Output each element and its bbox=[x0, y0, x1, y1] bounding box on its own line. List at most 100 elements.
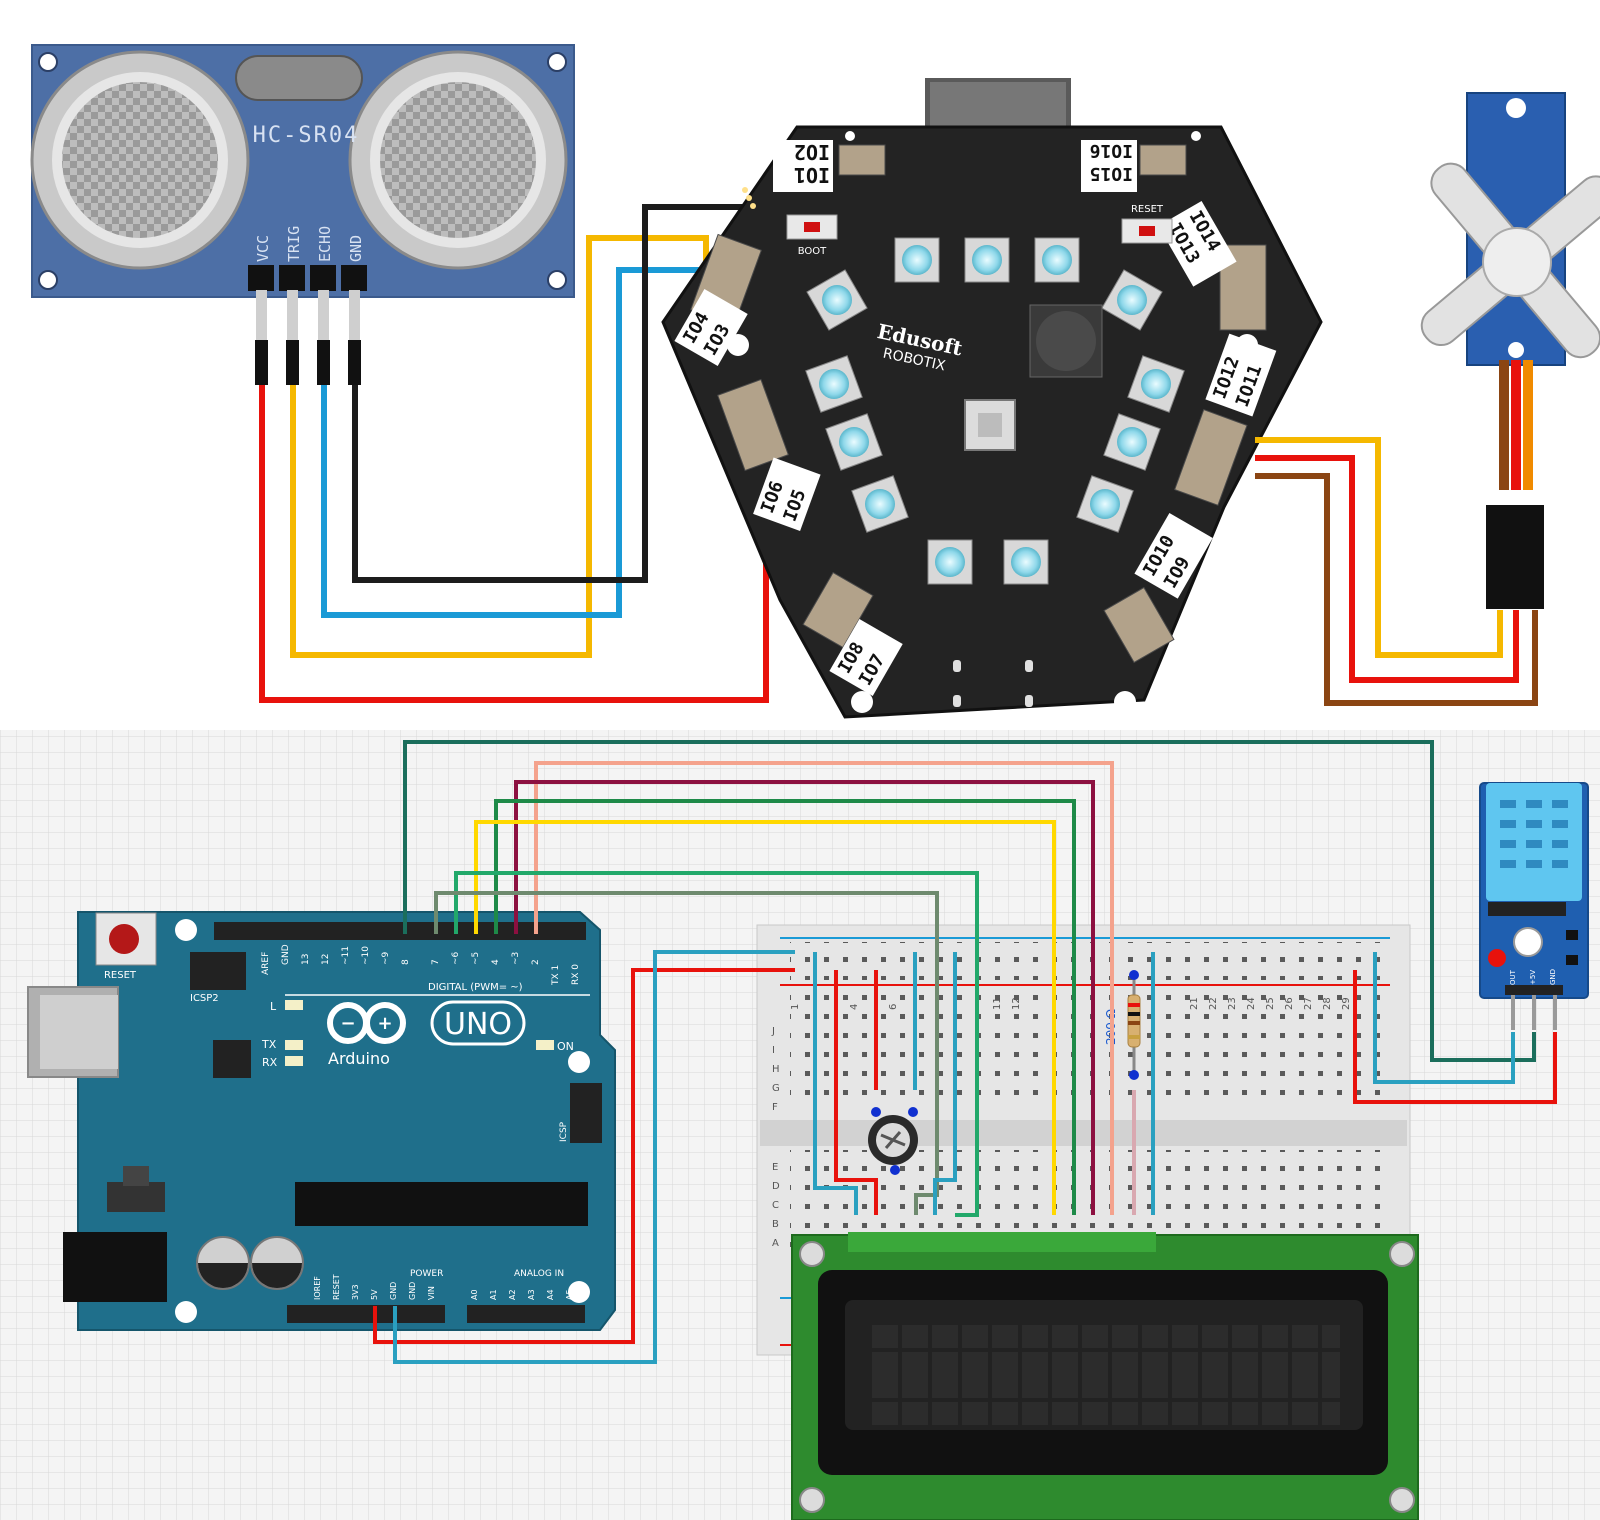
wire-bb-gnd-2 bbox=[933, 952, 957, 1215]
pin-label: 8 bbox=[401, 959, 411, 965]
chip bbox=[964, 399, 1016, 451]
col-num: 23 bbox=[1227, 997, 1238, 1010]
sensor-pin-gnd-label: GND bbox=[347, 235, 365, 262]
pin-label: A0 bbox=[470, 1289, 479, 1300]
resistor: 200 Ω bbox=[1104, 970, 1141, 1080]
top-diagram: HC-SR04 VCC TRIG ECHO GND bbox=[30, 44, 1600, 719]
status-leds: L TX RX ON bbox=[261, 1000, 574, 1069]
servo-motor bbox=[1420, 92, 1600, 609]
led-l-label: L bbox=[270, 1000, 277, 1013]
port-io2-label: IO2 bbox=[794, 140, 830, 164]
wire-bb-vcc-1 bbox=[834, 970, 878, 1215]
pin-label: A3 bbox=[527, 1289, 536, 1300]
wire-pin4-lcd bbox=[494, 799, 1076, 1215]
sensor-model-label: HC-SR04 bbox=[253, 123, 360, 148]
sensor-header bbox=[248, 265, 367, 385]
pin-label: GND bbox=[1549, 969, 1557, 985]
sensor-pin-trig-label: TRIG bbox=[285, 226, 303, 262]
digital-label: DIGITAL (PWM= ~) bbox=[428, 982, 523, 993]
wire-5v-rail bbox=[373, 968, 795, 1344]
wire-pin8-dht bbox=[403, 740, 1536, 1062]
col-num: 29 bbox=[1341, 997, 1352, 1010]
row-letter: I bbox=[772, 1045, 775, 1056]
lcd-display bbox=[791, 1232, 1419, 1520]
bottom-wires bbox=[373, 740, 1557, 1364]
pin-label: 12 bbox=[321, 954, 331, 965]
servo-wires bbox=[1255, 437, 1538, 706]
boot-label: BOOT bbox=[798, 246, 827, 257]
icsp2-header: ICSP2 bbox=[190, 952, 246, 1004]
svg-text:−: − bbox=[340, 1013, 355, 1034]
port-labels: IO2 IO1 IO16 IO15 IO14 IO13 IO12 IO11 bbox=[674, 140, 1277, 696]
wire-dht-ground bbox=[1373, 952, 1515, 1084]
pin-label: 4 bbox=[491, 959, 501, 965]
sensor-pin-vcc-label: VCC bbox=[254, 235, 272, 262]
arduino-top-pin-labels: AREF GND 13 12 ~11 ~10 ~9 8 7 ~6 ~5 4 ~3… bbox=[261, 944, 581, 986]
arduino-uno: RESET ICSP2 AREF GND 13 12 ~11 ~10 ~9 8 … bbox=[27, 911, 616, 1331]
col-num: 12 bbox=[1011, 997, 1022, 1010]
wire-servo-signal bbox=[1255, 437, 1503, 658]
col-num: 4 bbox=[849, 1004, 860, 1010]
pin-label: +5V bbox=[1529, 970, 1537, 985]
wire-gnd-rail bbox=[393, 950, 795, 1364]
bottom-diagram: 1 4 6 11 12 21 22 23 24 25 26 27 28 29 J… bbox=[0, 730, 1600, 1520]
col-num: 1 bbox=[790, 1004, 801, 1010]
col-num: 26 bbox=[1284, 997, 1295, 1010]
arduino-analog-pin-labels: A0 A1 A2 A3 A4 A5 bbox=[470, 1289, 574, 1300]
pin-label: ~11 bbox=[341, 946, 351, 965]
boot-button[interactable]: BOOT bbox=[786, 214, 838, 257]
row-letter: F bbox=[772, 1102, 778, 1113]
pin-label: GND bbox=[389, 1282, 398, 1300]
buzzer bbox=[1029, 304, 1103, 378]
row-letter: A bbox=[772, 1238, 779, 1249]
capacitors bbox=[196, 1236, 304, 1290]
wire-pin5-lcd bbox=[474, 820, 1056, 1215]
pin-label: ~6 bbox=[451, 951, 461, 965]
port-io1-label: IO1 bbox=[794, 163, 830, 187]
analog-label: ANALOG IN bbox=[514, 1269, 564, 1279]
col-num: 24 bbox=[1246, 997, 1257, 1010]
pin-label: RX 0 bbox=[571, 964, 581, 985]
row-letter: C bbox=[772, 1200, 779, 1211]
arduino-model-label: UNO bbox=[444, 1007, 512, 1042]
pin-label: TX 1 bbox=[551, 965, 561, 986]
col-num: 25 bbox=[1265, 997, 1276, 1010]
pin-label: OUT bbox=[1509, 969, 1517, 985]
arduino-power-pin-labels: IOREF RESET 3V3 5V GND GND VIN bbox=[313, 1274, 436, 1300]
ultrasonic-sensor: HC-SR04 VCC TRIG ECHO GND bbox=[30, 44, 575, 385]
controller-board: IO2 IO1 IO16 IO15 IO14 IO13 IO12 IO11 bbox=[661, 78, 1323, 719]
power-label: POWER bbox=[410, 1269, 443, 1279]
pin-label: 5V bbox=[370, 1289, 379, 1300]
breadboard-column-numbers: 1 4 6 11 12 21 22 23 24 25 26 27 28 29 bbox=[790, 997, 1352, 1010]
pin-label: ~3 bbox=[511, 952, 521, 965]
pin-label: AREF bbox=[261, 952, 271, 975]
reset-button-controller[interactable]: RESET bbox=[1121, 204, 1173, 244]
pin-label: 13 bbox=[301, 954, 311, 965]
wire-bb-gnd-1 bbox=[813, 952, 858, 1215]
icsp2-label: ICSP2 bbox=[190, 993, 219, 1004]
controller-reset-label: RESET bbox=[1131, 204, 1164, 215]
pin-label: A1 bbox=[489, 1289, 498, 1300]
port-io15-label: IO15 bbox=[1090, 163, 1133, 184]
pin-label: GND bbox=[281, 944, 291, 965]
breadboard-row-letters: J I H G F E D C B A bbox=[771, 1026, 780, 1249]
controller-leds bbox=[805, 237, 1185, 585]
led-on-label: ON bbox=[557, 1040, 574, 1053]
pin-label: GND bbox=[408, 1282, 417, 1300]
col-num: 21 bbox=[1189, 997, 1200, 1010]
sensor-pin-echo-label: ECHO bbox=[316, 226, 334, 262]
arduino-brand-label: Arduino bbox=[328, 1049, 390, 1068]
pin-label: 3V3 bbox=[351, 1284, 360, 1300]
dht-sensor-module: OUT +5V GND bbox=[1479, 782, 1589, 1030]
wire-servo-ground bbox=[1255, 473, 1538, 706]
potentiometer[interactable] bbox=[868, 1107, 918, 1175]
row-letter: B bbox=[772, 1219, 779, 1230]
port-io16-label: IO16 bbox=[1090, 140, 1133, 161]
pin-label: ~5 bbox=[471, 952, 481, 965]
row-letter: D bbox=[772, 1181, 780, 1192]
col-num: 28 bbox=[1322, 997, 1333, 1010]
col-num: 22 bbox=[1208, 997, 1219, 1010]
wire-pin2-lcd bbox=[534, 761, 1114, 1215]
pin-label: A5 bbox=[565, 1289, 574, 1300]
